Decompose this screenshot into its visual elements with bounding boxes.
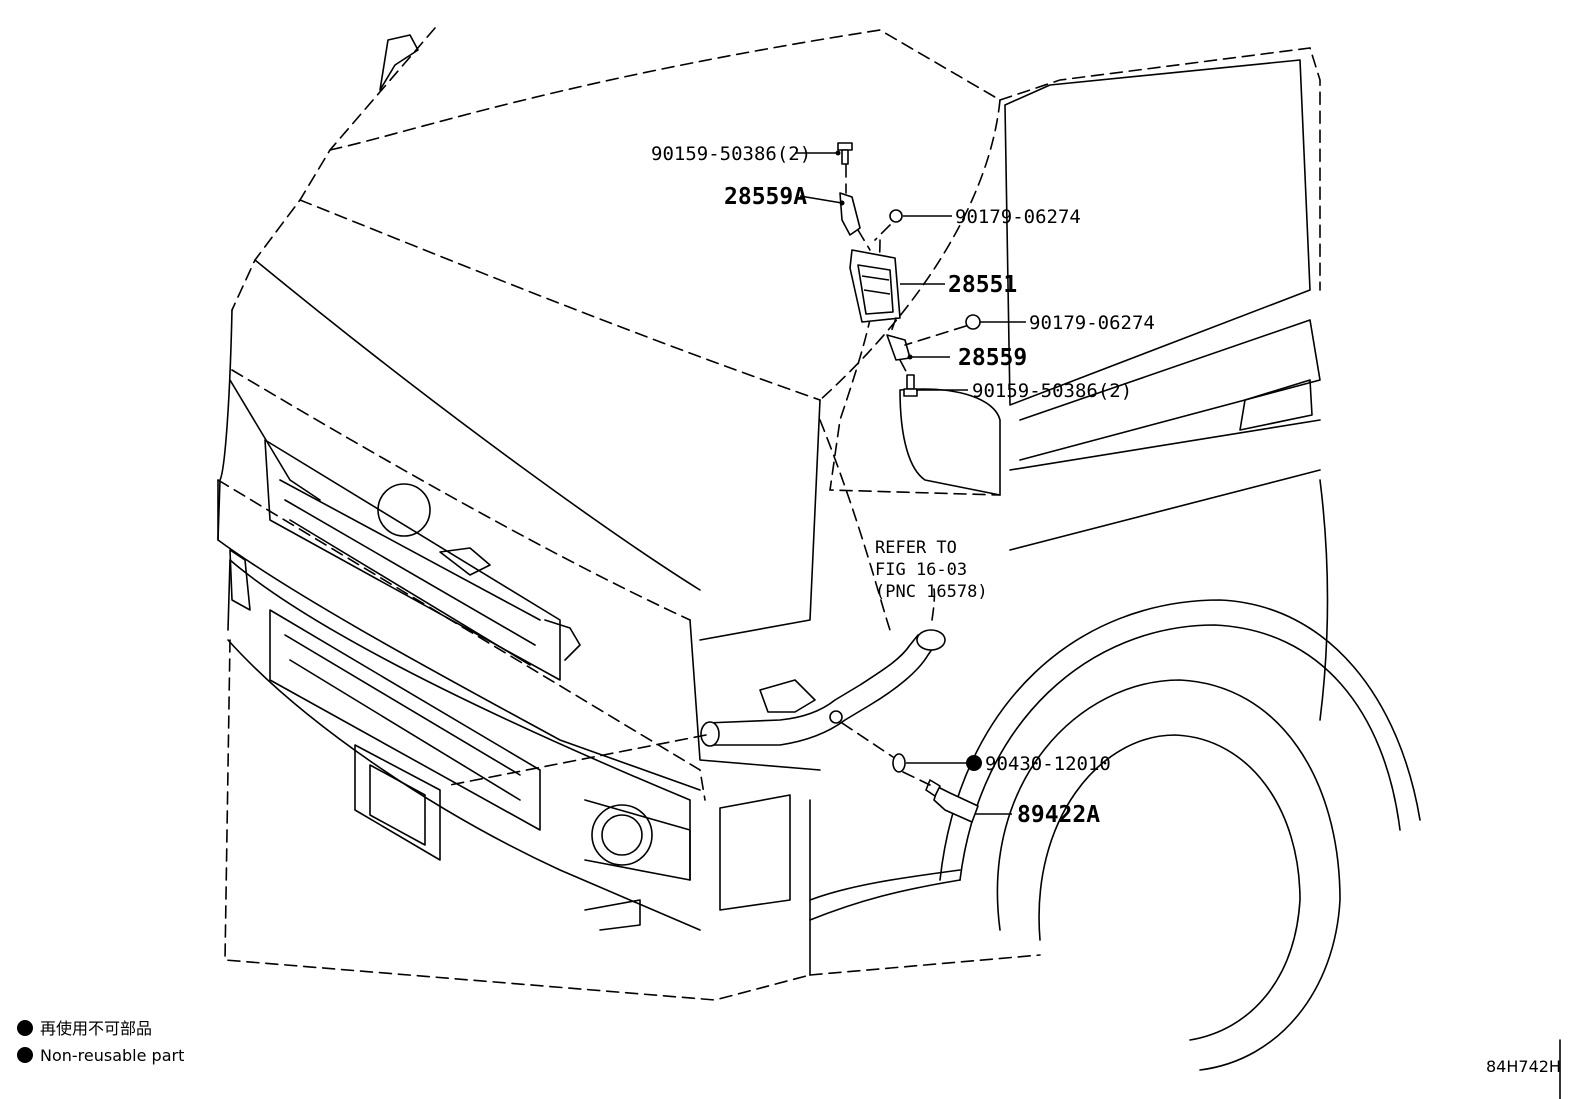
- parts: [700, 142, 981, 823]
- legend-marker-icon: [17, 1020, 33, 1036]
- figure-code: 84H742H: [1486, 1057, 1561, 1076]
- upper-bracket-icon: [839, 192, 861, 236]
- lower-bolt-icon: [903, 374, 918, 397]
- legend-english: Non-reusable part: [40, 1046, 184, 1065]
- legend-japanese: 再使用不可部品: [40, 1019, 152, 1038]
- assembly-lines: [449, 164, 967, 786]
- legend-marker-icon: [17, 1047, 33, 1063]
- temperature-sensor-icon: [925, 779, 979, 823]
- callout-bolt-lower: 90159-50386(2): [972, 380, 1132, 402]
- callout-labels: 90159-50386(2) 28559A 90179-06274 28551 …: [651, 143, 1155, 828]
- relay-module-icon: [849, 249, 901, 323]
- non-reusable-marker-icon: [966, 755, 982, 771]
- callout-bracket-lower: 28559: [958, 345, 1027, 371]
- upper-nut-icon: [889, 209, 903, 223]
- callout-bolt-upper: 90159-50386(2): [651, 143, 811, 165]
- gasket-icon: [892, 753, 906, 773]
- lower-bracket-icon: [886, 334, 911, 361]
- lower-nut-icon: [965, 314, 981, 330]
- upper-bolt-icon: [837, 142, 853, 165]
- callout-relay: 28551: [948, 272, 1017, 298]
- callout-sensor: 89422A: [1017, 802, 1100, 828]
- callout-nut-lower: 90179-06274: [1029, 312, 1155, 334]
- callout-gasket: 90430-12010: [985, 753, 1111, 775]
- callout-bracket-upper: 28559A: [724, 184, 807, 210]
- callout-nut-upper: 90179-06274: [955, 206, 1081, 228]
- reference-line-1: REFER TO: [875, 538, 957, 558]
- legend: 再使用不可部品 Non-reusable part: [17, 1019, 184, 1065]
- reference-line-3: (PNC 16578): [875, 582, 988, 602]
- water-hose-icon: [700, 629, 946, 747]
- leader-lines: [795, 150, 1026, 815]
- reference-line-2: FIG 16-03: [875, 560, 967, 580]
- reference-note: REFER TO FIG 16-03 (PNC 16578): [875, 538, 988, 602]
